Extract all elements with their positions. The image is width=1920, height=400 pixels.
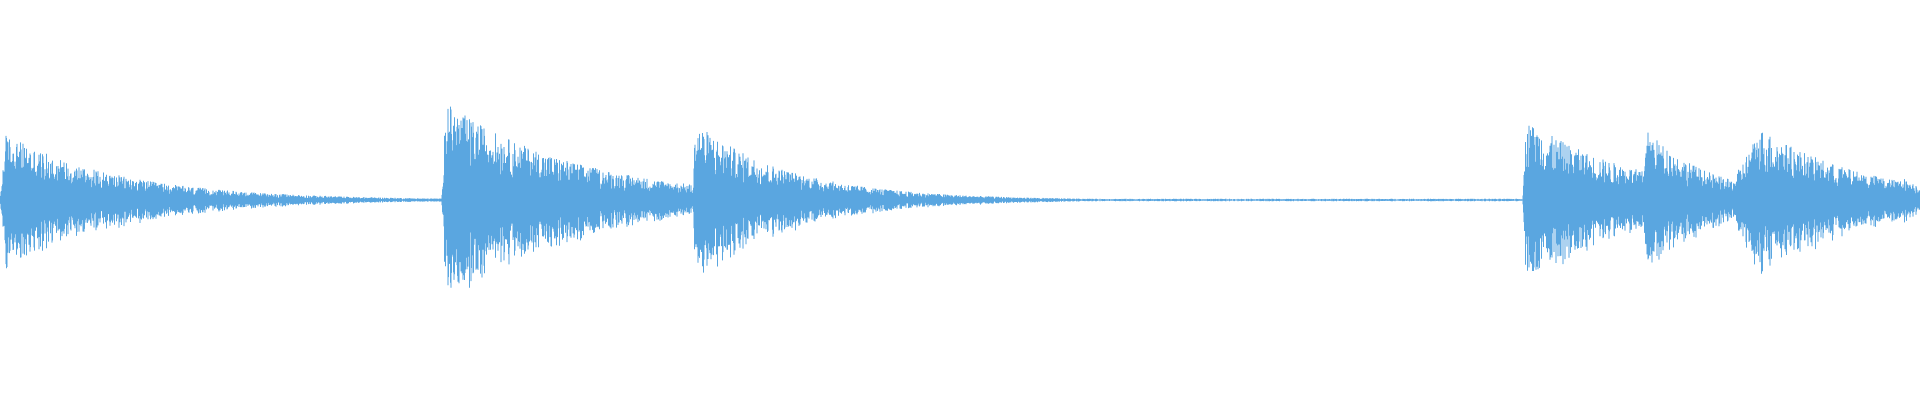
waveform-trace (0, 106, 1920, 288)
